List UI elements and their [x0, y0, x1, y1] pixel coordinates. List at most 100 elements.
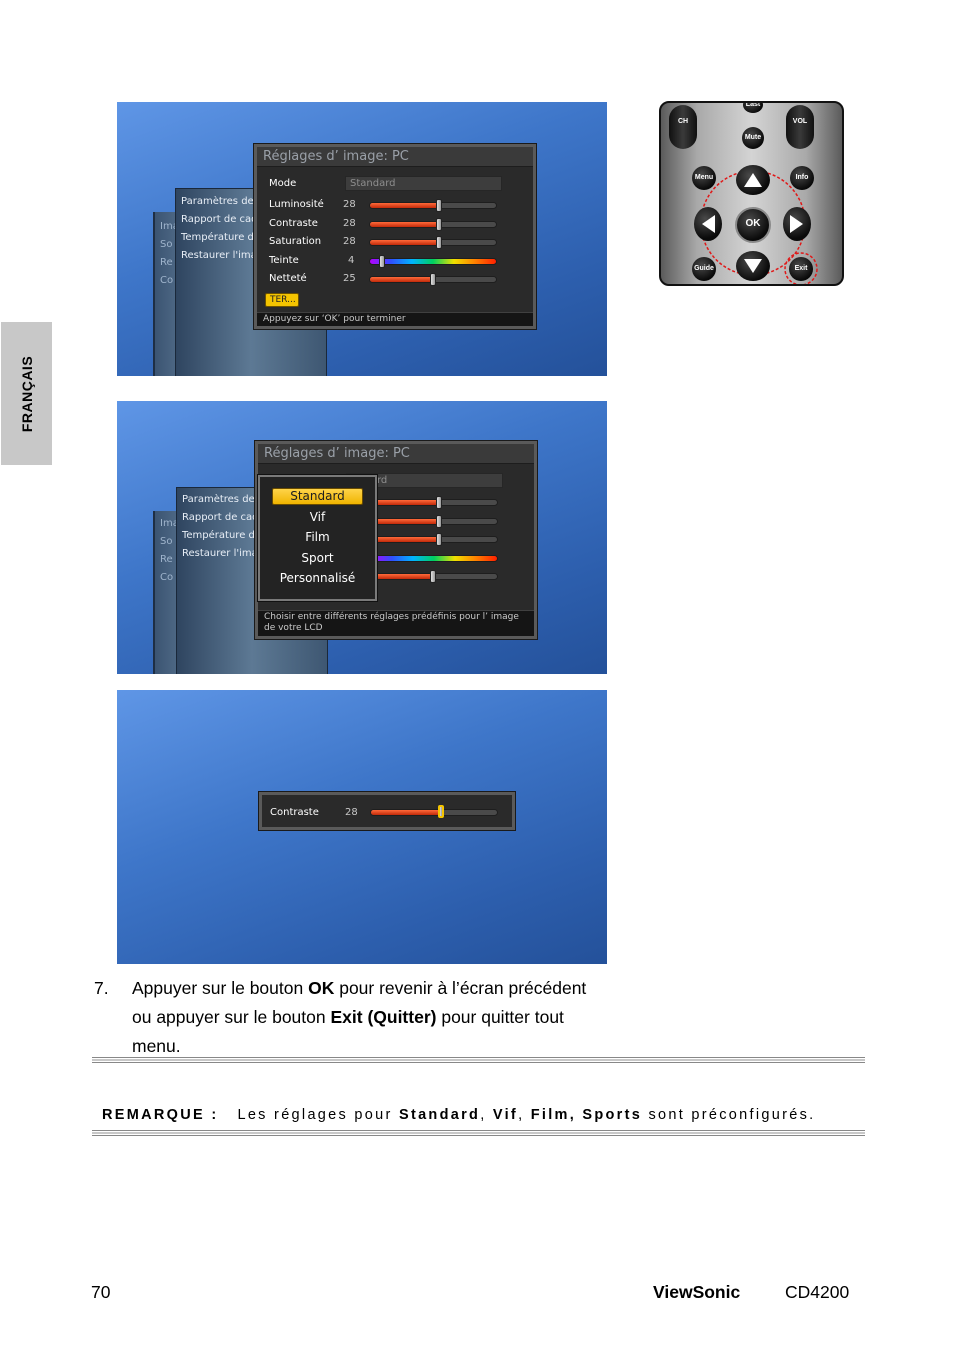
slider-knob[interactable]: [430, 570, 436, 583]
info-button[interactable]: Info: [790, 166, 814, 190]
contrast-value: 28: [345, 807, 358, 818]
mode-value: rd: [377, 475, 388, 486]
remark-note: REMARQUE : Les réglages pour Standard, V…: [102, 1107, 815, 1123]
mode-option[interactable]: Film: [305, 530, 330, 544]
back-menu-item: Ima: [160, 221, 179, 232]
osd-footer-text: de votre LCD: [264, 623, 323, 633]
setting-value: 28: [343, 199, 356, 210]
menu-label: Menu: [694, 174, 714, 181]
remark-text: ,: [480, 1107, 493, 1123]
tint-slider[interactable]: [369, 258, 497, 265]
setting-slider[interactable]: [370, 499, 498, 506]
left-arrow-button[interactable]: [694, 207, 722, 241]
remark-text: sont préconfigurés.: [642, 1107, 816, 1123]
submenu-item: Rapport de cadr: [182, 512, 263, 523]
setting-value: 25: [343, 273, 356, 284]
ter-button-label: TER...: [270, 295, 296, 305]
setting-slider[interactable]: [369, 239, 497, 246]
setting-label: Contraste: [269, 218, 318, 229]
mode-field[interactable]: Standard: [345, 176, 502, 191]
step-text: pour quitter tout: [436, 1007, 564, 1027]
submenu-item: Restaurer l'imag: [181, 250, 264, 261]
mode-dropdown-popup: Standard Vif Film Sport Personnalisé: [257, 474, 378, 602]
step-bold: Exit (Quitter): [330, 1007, 437, 1027]
osd-footer-text: Choisir entre différents réglages prédéf…: [264, 612, 519, 622]
back-menu-item: Co: [160, 275, 174, 286]
slider-knob[interactable]: [436, 496, 442, 509]
remark-text: ,: [518, 1107, 531, 1123]
back-menu-item: Co: [160, 572, 174, 583]
osd-image-settings-window: Réglages d’ image: PC rd Choisir entre d…: [254, 440, 538, 640]
mode-option[interactable]: Sport: [301, 551, 334, 565]
setting-label: Netteté: [269, 273, 307, 284]
back-menu-item: So: [160, 239, 173, 250]
volume-button[interactable]: VOL: [786, 105, 814, 149]
back-menu-item: Ima: [160, 518, 179, 529]
contrast-slider[interactable]: [370, 809, 498, 816]
mute-button[interactable]: Mute: [742, 127, 764, 149]
mute-label: Mute: [744, 134, 762, 141]
mode-label: Mode: [269, 178, 297, 189]
step-text: pour revenir à l’écran précédent: [334, 978, 587, 998]
slider-knob[interactable]: [436, 199, 443, 212]
right-arrow-icon: [790, 215, 803, 233]
language-tab: FRANÇAIS: [1, 322, 52, 465]
mode-option[interactable]: Vif: [309, 510, 326, 524]
tint-slider[interactable]: [370, 555, 498, 562]
left-arrow-icon: [702, 215, 715, 233]
step-line-1: Appuyer sur le bouton OK pour revenir à …: [132, 974, 586, 1003]
setting-slider[interactable]: [370, 536, 498, 543]
up-arrow-button[interactable]: [736, 165, 770, 195]
model-number: CD4200: [785, 1282, 850, 1302]
setting-slider[interactable]: [369, 221, 497, 228]
mode-option-label: Standard: [290, 489, 345, 503]
ok-button[interactable]: OK: [735, 207, 771, 243]
screenshot-image-settings: Ima So Re Co Paramètres de l Rapport de …: [117, 102, 607, 376]
submenu-item: Paramètres de l: [182, 494, 261, 505]
exit-label: Exit: [794, 265, 808, 272]
setting-label: Teinte: [269, 255, 299, 266]
back-menu-item: So: [160, 536, 173, 547]
osd-footer: Choisir entre différents réglages prédéf…: [258, 610, 534, 636]
last-button[interactable]: Last: [743, 101, 763, 113]
step-number: 7.: [94, 978, 109, 998]
exit-button[interactable]: Exit: [789, 257, 813, 281]
osd-title: Réglages d’ image: PC: [264, 446, 410, 461]
slider-knob[interactable]: [430, 273, 436, 286]
setting-value: 28: [343, 236, 356, 247]
setting-slider[interactable]: [370, 518, 498, 525]
contrast-slider-knob[interactable]: [438, 805, 444, 818]
slider-knob[interactable]: [378, 255, 385, 268]
slider-knob[interactable]: [436, 218, 443, 231]
screenshot-single-slider: Contraste 28: [117, 690, 607, 964]
slider-knob[interactable]: [436, 515, 442, 528]
divider-bottom: [92, 1130, 865, 1136]
setting-slider[interactable]: [369, 202, 497, 209]
submenu-item: Paramètres de l: [181, 196, 260, 207]
setting-value: 4: [348, 255, 355, 266]
ter-button[interactable]: TER...: [265, 293, 299, 307]
right-arrow-button[interactable]: [783, 207, 811, 241]
mode-option[interactable]: Personnalisé: [279, 571, 356, 585]
setting-label: Saturation: [269, 236, 322, 247]
slider-knob[interactable]: [436, 533, 442, 546]
submenu-item: Température de: [182, 530, 262, 541]
last-label: Last: [745, 101, 761, 108]
back-menu-item: Re: [160, 554, 173, 565]
info-label: Info: [795, 174, 809, 181]
osd-footer: Appuyez sur ‘OK’ pour terminer: [257, 312, 533, 326]
back-menu-item: Re: [160, 257, 173, 268]
channel-label: CH: [677, 118, 689, 125]
step-line-3: menu.: [132, 1036, 181, 1056]
mode-field[interactable]: rd: [346, 473, 503, 488]
channel-button[interactable]: CH: [669, 105, 697, 149]
mode-option-selected[interactable]: Standard: [272, 488, 363, 505]
step-text: Appuyer sur le bouton: [132, 978, 309, 998]
page-number: 70: [91, 1282, 111, 1302]
guide-button[interactable]: Guide: [692, 257, 716, 281]
ok-label: OK: [745, 218, 761, 229]
menu-button[interactable]: Menu: [692, 166, 716, 190]
submenu-item: Restaurer l'imag: [182, 548, 265, 559]
slider-knob[interactable]: [436, 236, 443, 249]
down-arrow-button[interactable]: [736, 251, 770, 281]
